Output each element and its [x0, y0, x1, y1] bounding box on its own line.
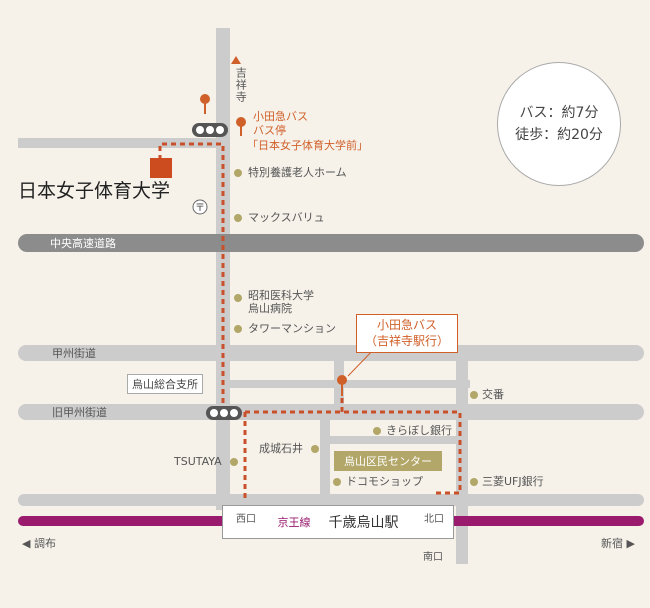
station-front-road — [18, 494, 644, 506]
access-time-circle: バス：約7分 徒歩：約20分 — [497, 62, 621, 186]
landmark-nursing-home: 特別養護老人ホーム — [248, 166, 347, 179]
landmark-tower-mansion: タワーマンション — [248, 322, 336, 335]
bus-stop-1-line2: バス停 — [253, 124, 286, 137]
west-exit-label: 西口 — [236, 514, 256, 525]
bus-stop-1-line1: 小田急バス — [253, 110, 308, 123]
expressway-label: 中央高速道路 — [50, 237, 116, 250]
landmark-maxvalu: マックスバリュ — [248, 211, 325, 224]
landmark-dot-icon — [230, 169, 478, 486]
traffic-signal-icon — [206, 406, 242, 420]
university-building-icon — [150, 158, 172, 178]
landmark-mufg: 三菱UFJ銀行 — [482, 475, 544, 488]
landmark-showa-1: 昭和医科大学 — [248, 289, 314, 302]
landmark-showa-2: 烏山病院 — [248, 302, 292, 315]
walk-time: 徒歩：約20分 — [515, 127, 603, 143]
landmark-tsutaya: TSUTAYA — [174, 455, 222, 468]
route-path — [158, 142, 462, 500]
bus-stop-pin-icon — [236, 117, 246, 136]
south-exit-label: 南口 — [423, 552, 443, 563]
station-box: 京王線 千歳烏山駅 — [222, 505, 454, 539]
traffic-signal-icon — [192, 123, 228, 137]
bus-stop-pin-icon — [337, 375, 347, 396]
bus-time: バス：約7分 — [519, 104, 599, 121]
landmark-koban: 交番 — [482, 388, 504, 401]
svg-text:〒: 〒 — [195, 203, 205, 214]
branch-office-box: 烏山総合支所 — [127, 374, 203, 394]
keio-line-label: 京王線 — [277, 516, 311, 529]
university-road — [18, 138, 230, 148]
direction-left-label: 調布 — [33, 537, 56, 550]
civic-center-box: 烏山区民センター — [334, 451, 442, 471]
bus-stop-2-callout: 小田急バス （吉祥寺駅行） — [356, 314, 459, 354]
kiraboshi-street — [330, 436, 460, 444]
north-exit-label: 北口 — [424, 514, 444, 525]
bus-stop-2-line1: 小田急バス — [377, 318, 438, 332]
bus-stop-2-line2: （吉祥寺駅行） — [365, 333, 450, 348]
direction-left: ◀ 調布 — [22, 537, 56, 550]
north-arrow-icon — [231, 56, 241, 64]
post-office-icon: 〒 — [192, 199, 208, 215]
bus-stop-pin-icon — [200, 94, 210, 114]
station-name: 千歳烏山駅 — [328, 515, 399, 531]
koshu-kaido-road — [18, 345, 644, 361]
direction-right-label: 新宿 — [601, 537, 623, 550]
north-south-road — [216, 28, 230, 510]
landmark-kiraboshi: きらぼし銀行 — [386, 424, 452, 437]
middle-road — [320, 414, 330, 504]
bus-stop-1-line3: 「日本女子体育大学前」 — [247, 139, 368, 152]
direction-right: 新宿 ▶ — [601, 537, 635, 550]
old-koshu-kaido-label: 旧甲州街道 — [52, 406, 107, 419]
north-direction-label: 吉祥寺 — [234, 67, 248, 103]
landmark-docomo: ドコモショップ — [346, 475, 423, 488]
koshu-kaido-label: 甲州街道 — [52, 347, 96, 360]
university-label: 日本女子体育大学 — [18, 180, 171, 202]
connector-road — [230, 380, 470, 388]
landmark-seijo-ishii: 成城石井 — [259, 442, 303, 455]
expressway-road — [18, 234, 644, 252]
